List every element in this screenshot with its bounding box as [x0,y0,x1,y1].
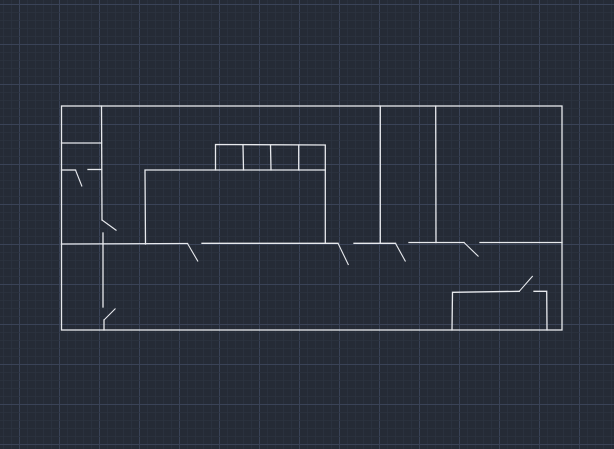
wall-left-column [100,105,103,221]
door-swing [101,219,117,231]
door-swing [395,243,406,262]
cabinet-divider [242,144,245,171]
corridor-wall [60,242,189,245]
door-swing [463,242,479,257]
outer-wall [60,105,563,331]
door-swing [103,308,116,321]
cabinet-divider [269,144,272,171]
door-swing [187,243,199,262]
central-room [144,169,326,245]
door-swing [74,169,83,187]
floor-plan [60,105,563,331]
door-swing [337,243,349,266]
door-swing [518,275,534,292]
bottom-right-enclosure [451,290,520,331]
bottom-right-enclosure [533,290,548,331]
